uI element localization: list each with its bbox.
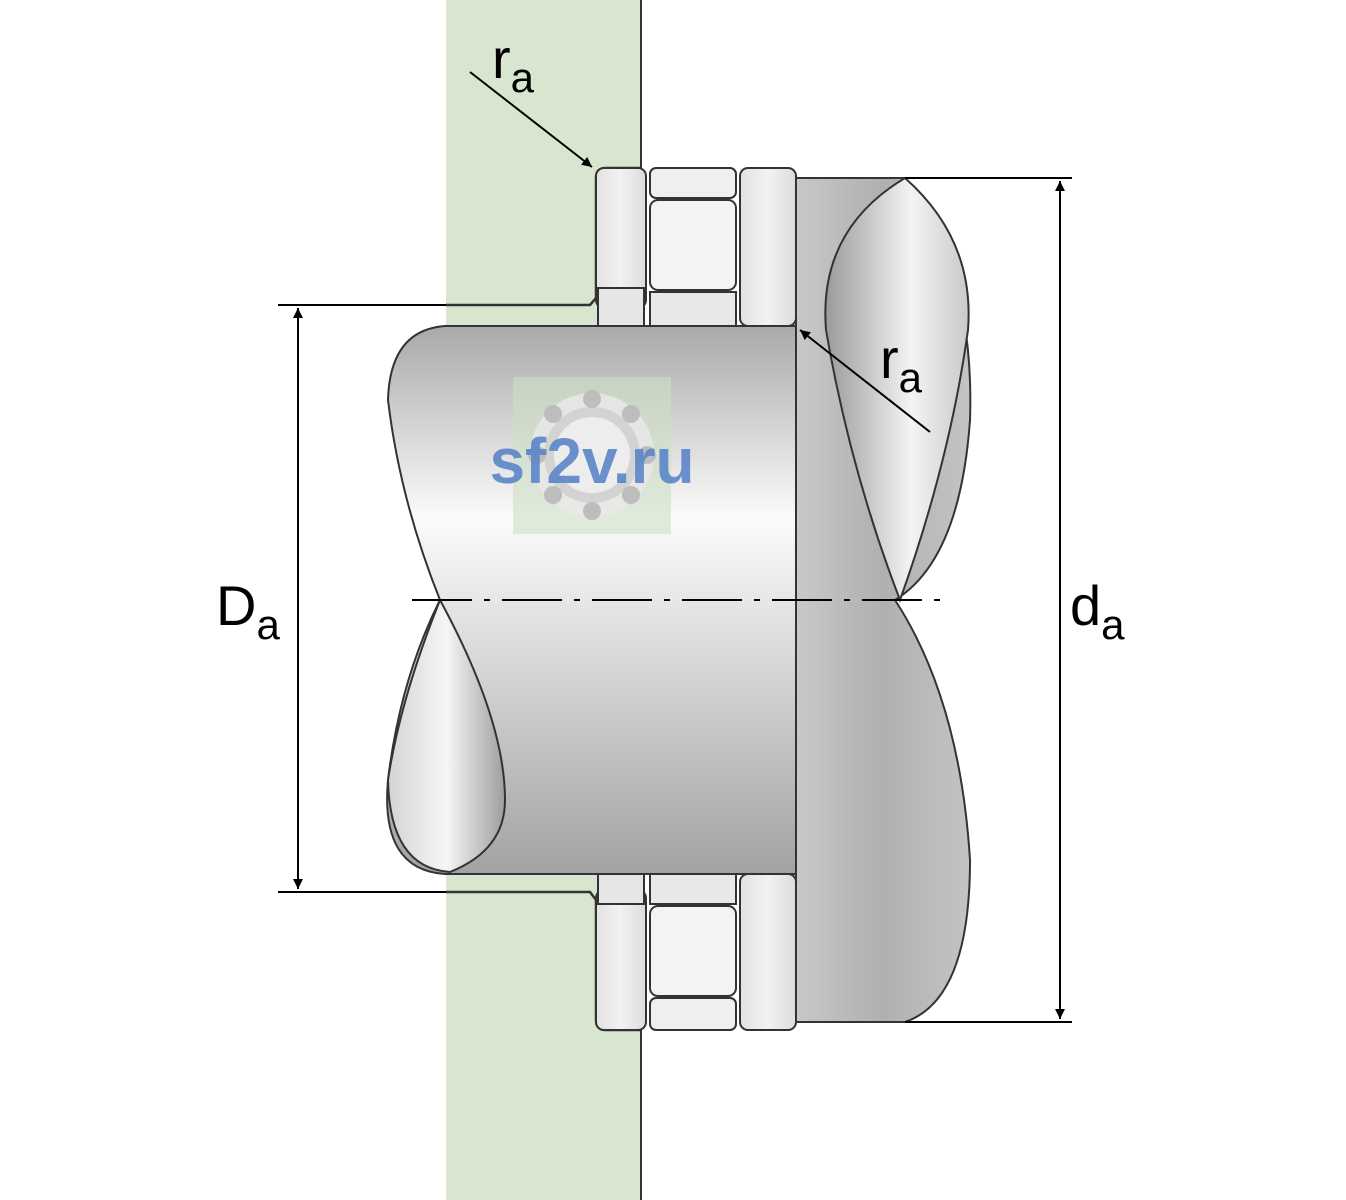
dimension-ra-shaft bbox=[799, 329, 931, 433]
roller-top bbox=[649, 199, 737, 291]
roller-bottom bbox=[649, 905, 737, 997]
bearing-bottom bbox=[595, 873, 797, 1031]
dimension-ra-housing bbox=[469, 71, 593, 168]
watermark-balls bbox=[528, 390, 656, 520]
dimension-Da bbox=[278, 304, 446, 893]
label-da: da bbox=[1070, 574, 1125, 648]
shaft bbox=[386, 325, 797, 875]
label-Da: Da bbox=[216, 574, 280, 648]
watermark-text: sf2v.ru bbox=[489, 425, 694, 497]
bearing-top bbox=[595, 167, 797, 327]
label-ra-housing: ra bbox=[492, 27, 535, 101]
watermark: sf2v.ru bbox=[489, 377, 695, 534]
label-ra-shaft: ra bbox=[880, 327, 923, 401]
dimension-da bbox=[905, 177, 1072, 1023]
